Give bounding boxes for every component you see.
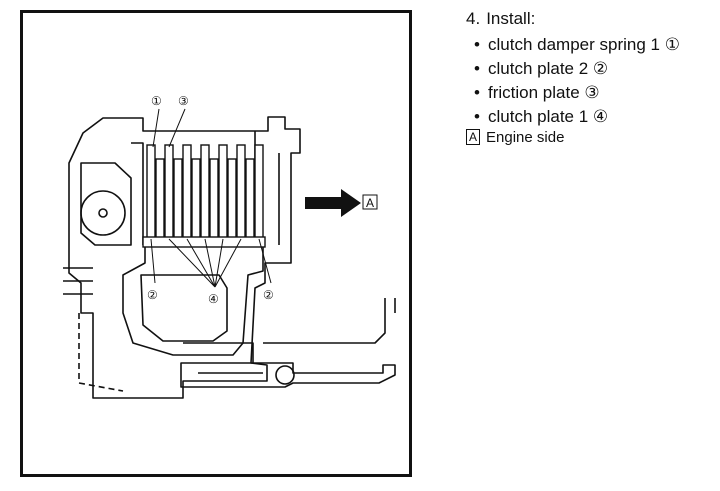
bullet: • bbox=[474, 107, 480, 126]
step-title: Install: bbox=[486, 9, 536, 28]
item-label: clutch plate 2 ② bbox=[488, 59, 609, 78]
clutch-cross-section-diagram: A ① ③ ② ④ ② bbox=[63, 94, 396, 399]
engine-side-arrow bbox=[305, 189, 361, 217]
install-item-list: • clutch damper spring 1 ① • clutch plate … bbox=[466, 33, 716, 129]
bullet: • bbox=[474, 59, 480, 78]
callout-2-right: ② bbox=[263, 288, 274, 302]
clutch-plate-stack bbox=[142, 144, 266, 248]
item-label: friction plate ③ bbox=[488, 83, 600, 102]
list-item: • clutch plate 1 ④ bbox=[474, 105, 716, 129]
list-item: • clutch plate 2 ② bbox=[474, 57, 716, 81]
step-heading: 4. Install: bbox=[466, 8, 716, 30]
housing-outline bbox=[68, 116, 301, 399]
item-label: clutch damper spring 1 ① bbox=[488, 35, 680, 54]
install-instructions: 4. Install: • clutch damper spring 1 ① • cl… bbox=[466, 8, 716, 129]
callout-2-left: ② bbox=[147, 288, 158, 302]
clutch-diagram-frame: A ① ③ ② ④ ② bbox=[20, 10, 412, 477]
callout-1: ① bbox=[151, 94, 162, 108]
bearing-circle bbox=[80, 190, 126, 236]
callout-4: ④ bbox=[208, 292, 219, 306]
step-number: 4. bbox=[466, 9, 481, 28]
note-text: Engine side bbox=[486, 129, 565, 146]
item-label: clutch plate 1 ④ bbox=[488, 107, 609, 126]
bullet: • bbox=[474, 83, 480, 102]
engine-side-note: A Engine side bbox=[466, 128, 564, 148]
engine-side-marker-box bbox=[362, 194, 378, 210]
bullet: • bbox=[474, 35, 480, 54]
list-item: • clutch damper spring 1 ① bbox=[474, 33, 716, 57]
note-marker: A bbox=[466, 129, 481, 145]
callout-3-top: ③ bbox=[178, 94, 189, 108]
inner-hub bbox=[122, 244, 264, 356]
engine-side-marker-label: A bbox=[366, 196, 374, 210]
list-item: • friction plate ③ bbox=[474, 81, 716, 105]
